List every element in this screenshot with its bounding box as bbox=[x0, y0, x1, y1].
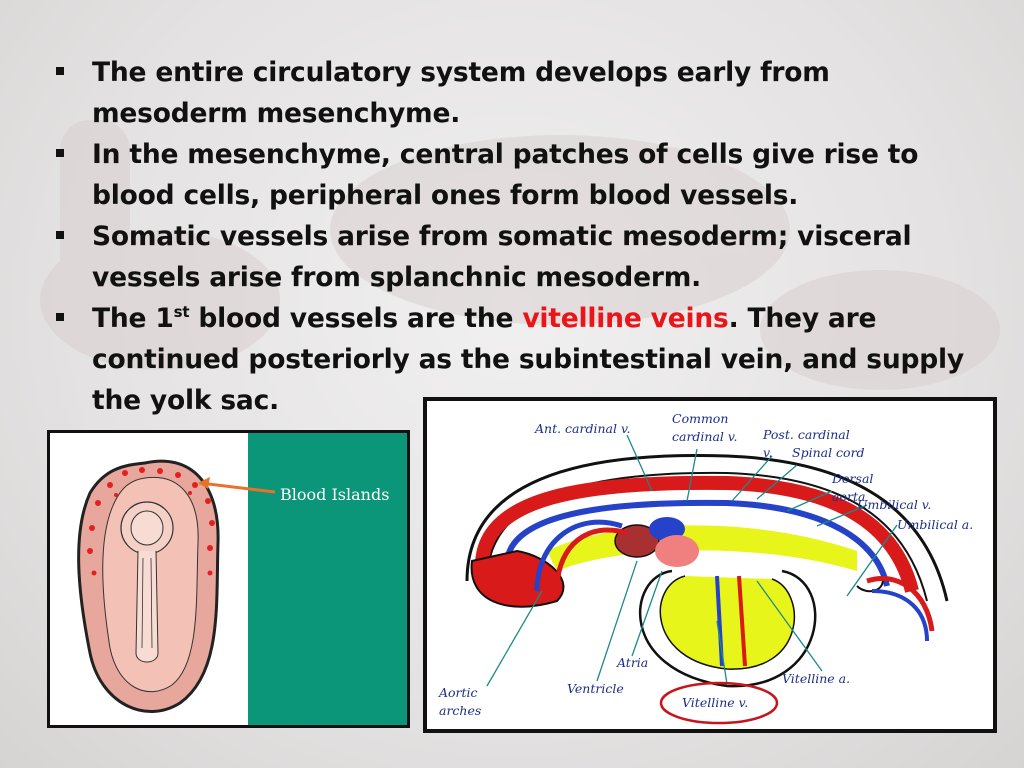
bullet-marker bbox=[56, 313, 64, 321]
blood-islands-label: Blood Islands bbox=[280, 485, 390, 504]
embryo-illustration bbox=[77, 459, 276, 713]
bullet-list: The entire circulatory system develops e… bbox=[52, 52, 982, 421]
highlight-vitelline-veins: vitelline veins bbox=[522, 303, 729, 334]
label-aortic-arches-1: Aortic bbox=[438, 685, 478, 700]
label-vitelline-v: Vitelline v. bbox=[682, 695, 748, 710]
label-ventricle: Ventricle bbox=[567, 681, 624, 696]
label-ant-cardinal: Ant. cardinal v. bbox=[534, 421, 631, 436]
label-dorsal-aorta-2: aorta bbox=[832, 489, 865, 504]
bullet-item: In the mesenchyme, central patches of ce… bbox=[52, 134, 982, 216]
blood-islands-figure: Blood Islands bbox=[47, 430, 410, 728]
teal-band bbox=[248, 433, 407, 725]
label-umbilical-a: Umbilical a. bbox=[897, 517, 973, 532]
bullet-item: Somatic vessels arise from somatic mesod… bbox=[52, 216, 982, 298]
bullet-item: The 1st blood vessels are the vitelline … bbox=[52, 298, 982, 421]
bullet-marker bbox=[56, 67, 64, 75]
bullet-marker bbox=[56, 231, 64, 239]
label-vitelline-a: Vitelline a. bbox=[782, 671, 850, 686]
label-aortic-arches-2: arches bbox=[439, 703, 481, 718]
label-spinal-cord: Spinal cord bbox=[792, 445, 865, 460]
label-common-cardinal-2: cardinal v. bbox=[672, 429, 737, 444]
bullet-marker bbox=[56, 149, 64, 157]
vascular-diagram: Ant. cardinal v. Common cardinal v. Post… bbox=[438, 411, 973, 725]
vitelline-v-highlight-circle bbox=[659, 681, 779, 725]
label-common-cardinal-1: Common bbox=[672, 411, 728, 426]
label-atria: Atria bbox=[616, 655, 648, 670]
bullet-item: The entire circulatory system develops e… bbox=[52, 52, 982, 134]
label-umbilical-v: Umbilical v. bbox=[857, 497, 931, 512]
label-dorsal-aorta-1: Dorsal bbox=[831, 471, 873, 486]
label-post-cardinal-1: Post. cardinal bbox=[762, 427, 850, 442]
vascular-system-figure: Ant. cardinal v. Common cardinal v. Post… bbox=[423, 397, 997, 733]
label-post-cardinal-2: v. bbox=[763, 445, 773, 460]
